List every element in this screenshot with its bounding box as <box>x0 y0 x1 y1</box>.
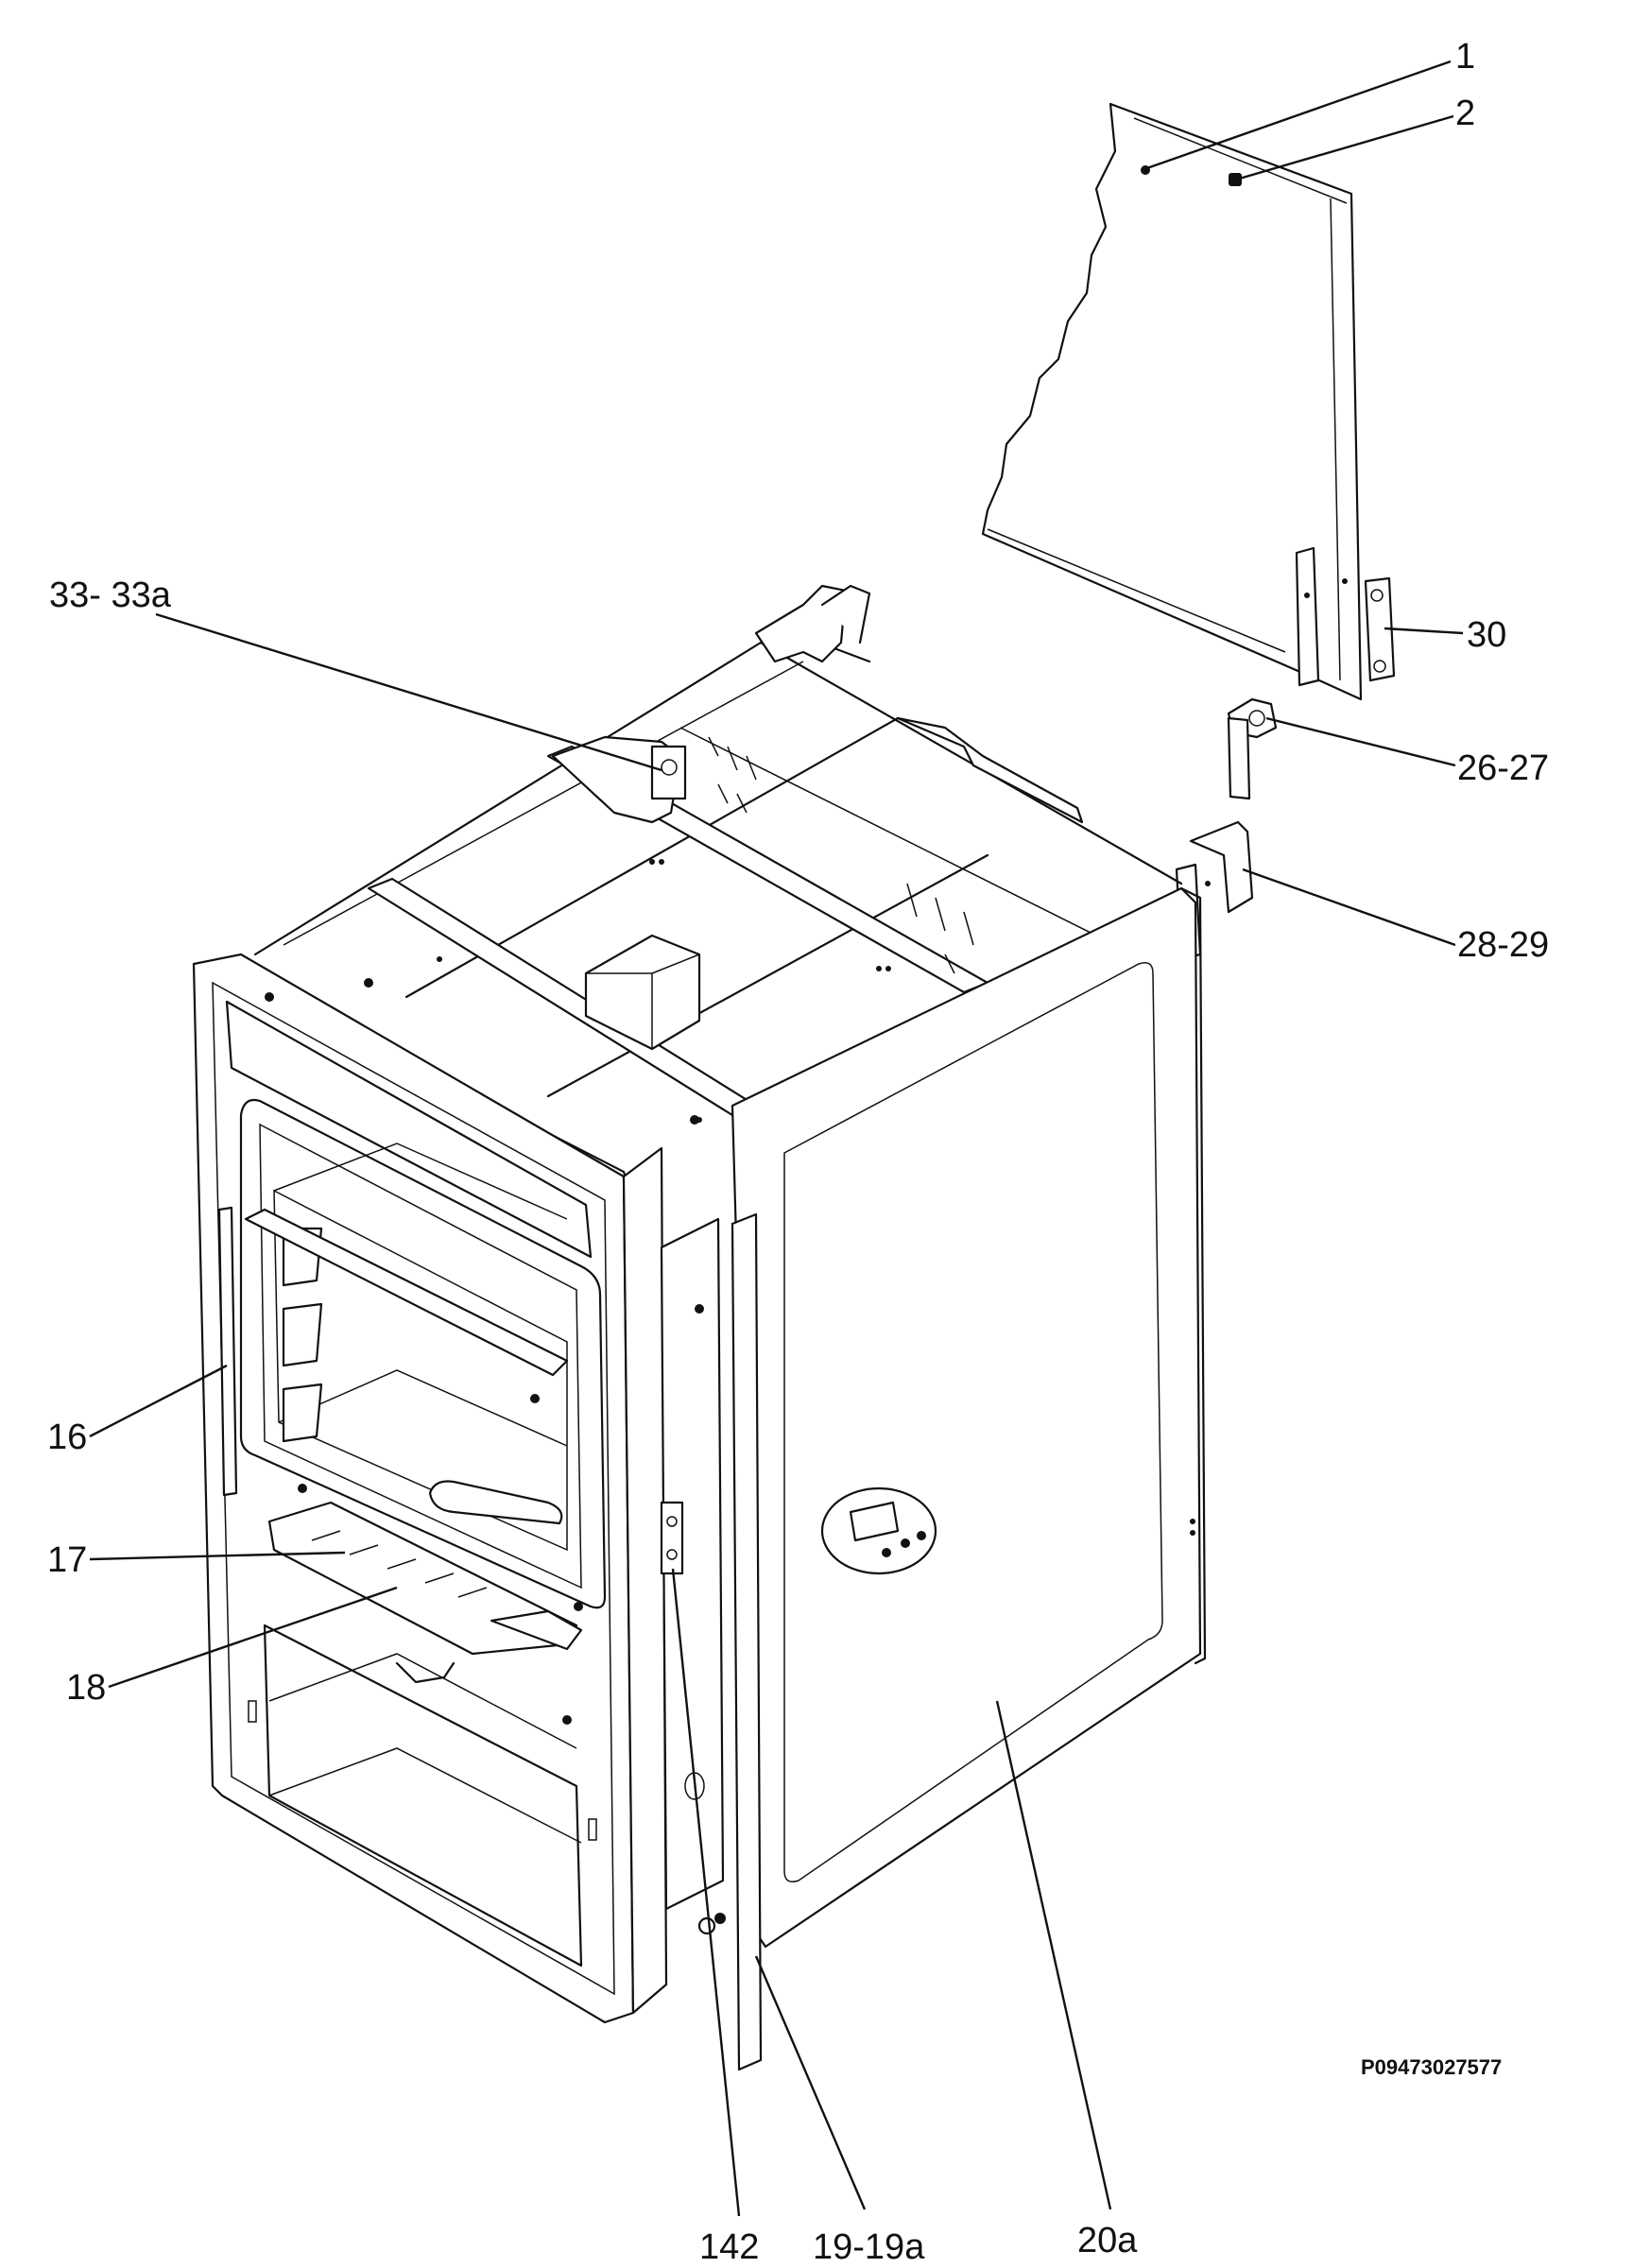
callout-33-33a: 33- 33a <box>49 576 172 615</box>
leader-142 <box>671 1568 741 2217</box>
leader-33-33a <box>155 612 662 772</box>
oven-cabinet <box>192 584 1207 2071</box>
leader-lines <box>89 60 1464 2217</box>
reference-code: P09473027577 <box>1361 2055 1502 2079</box>
callout-26-27: 26-27 <box>1457 748 1549 788</box>
callout-1: 1 <box>1455 37 1475 77</box>
leader-19-19a <box>754 1955 867 2210</box>
callout-142: 142 <box>699 2227 759 2267</box>
callout-30: 30 <box>1467 615 1506 655</box>
callout-2: 2 <box>1455 94 1475 133</box>
leader-18 <box>108 1586 398 1689</box>
callout-19-19a: 19-19a <box>813 2227 925 2267</box>
callout-17: 17 <box>47 1540 87 1580</box>
callout-16: 16 <box>47 1418 87 1457</box>
leader-20a <box>995 1700 1112 2210</box>
hinge-part-26-27 <box>1227 697 1278 800</box>
leader-17 <box>89 1551 346 1561</box>
side-panel-part-1 <box>981 102 1396 701</box>
callout-20a: 20a <box>1077 2221 1138 2260</box>
leader-28-29 <box>1242 868 1456 947</box>
callout-18: 18 <box>66 1668 106 1708</box>
callout-labels: 1 2 30 26-27 28-29 33- 33a 16 17 18 142 … <box>47 37 1549 2267</box>
leader-16 <box>89 1364 228 1438</box>
callout-28-29: 28-29 <box>1457 925 1549 965</box>
leader-1 <box>1141 60 1452 172</box>
leader-30 <box>1384 627 1464 635</box>
leader-2 <box>1235 114 1454 181</box>
leader-26-27 <box>1265 716 1456 767</box>
